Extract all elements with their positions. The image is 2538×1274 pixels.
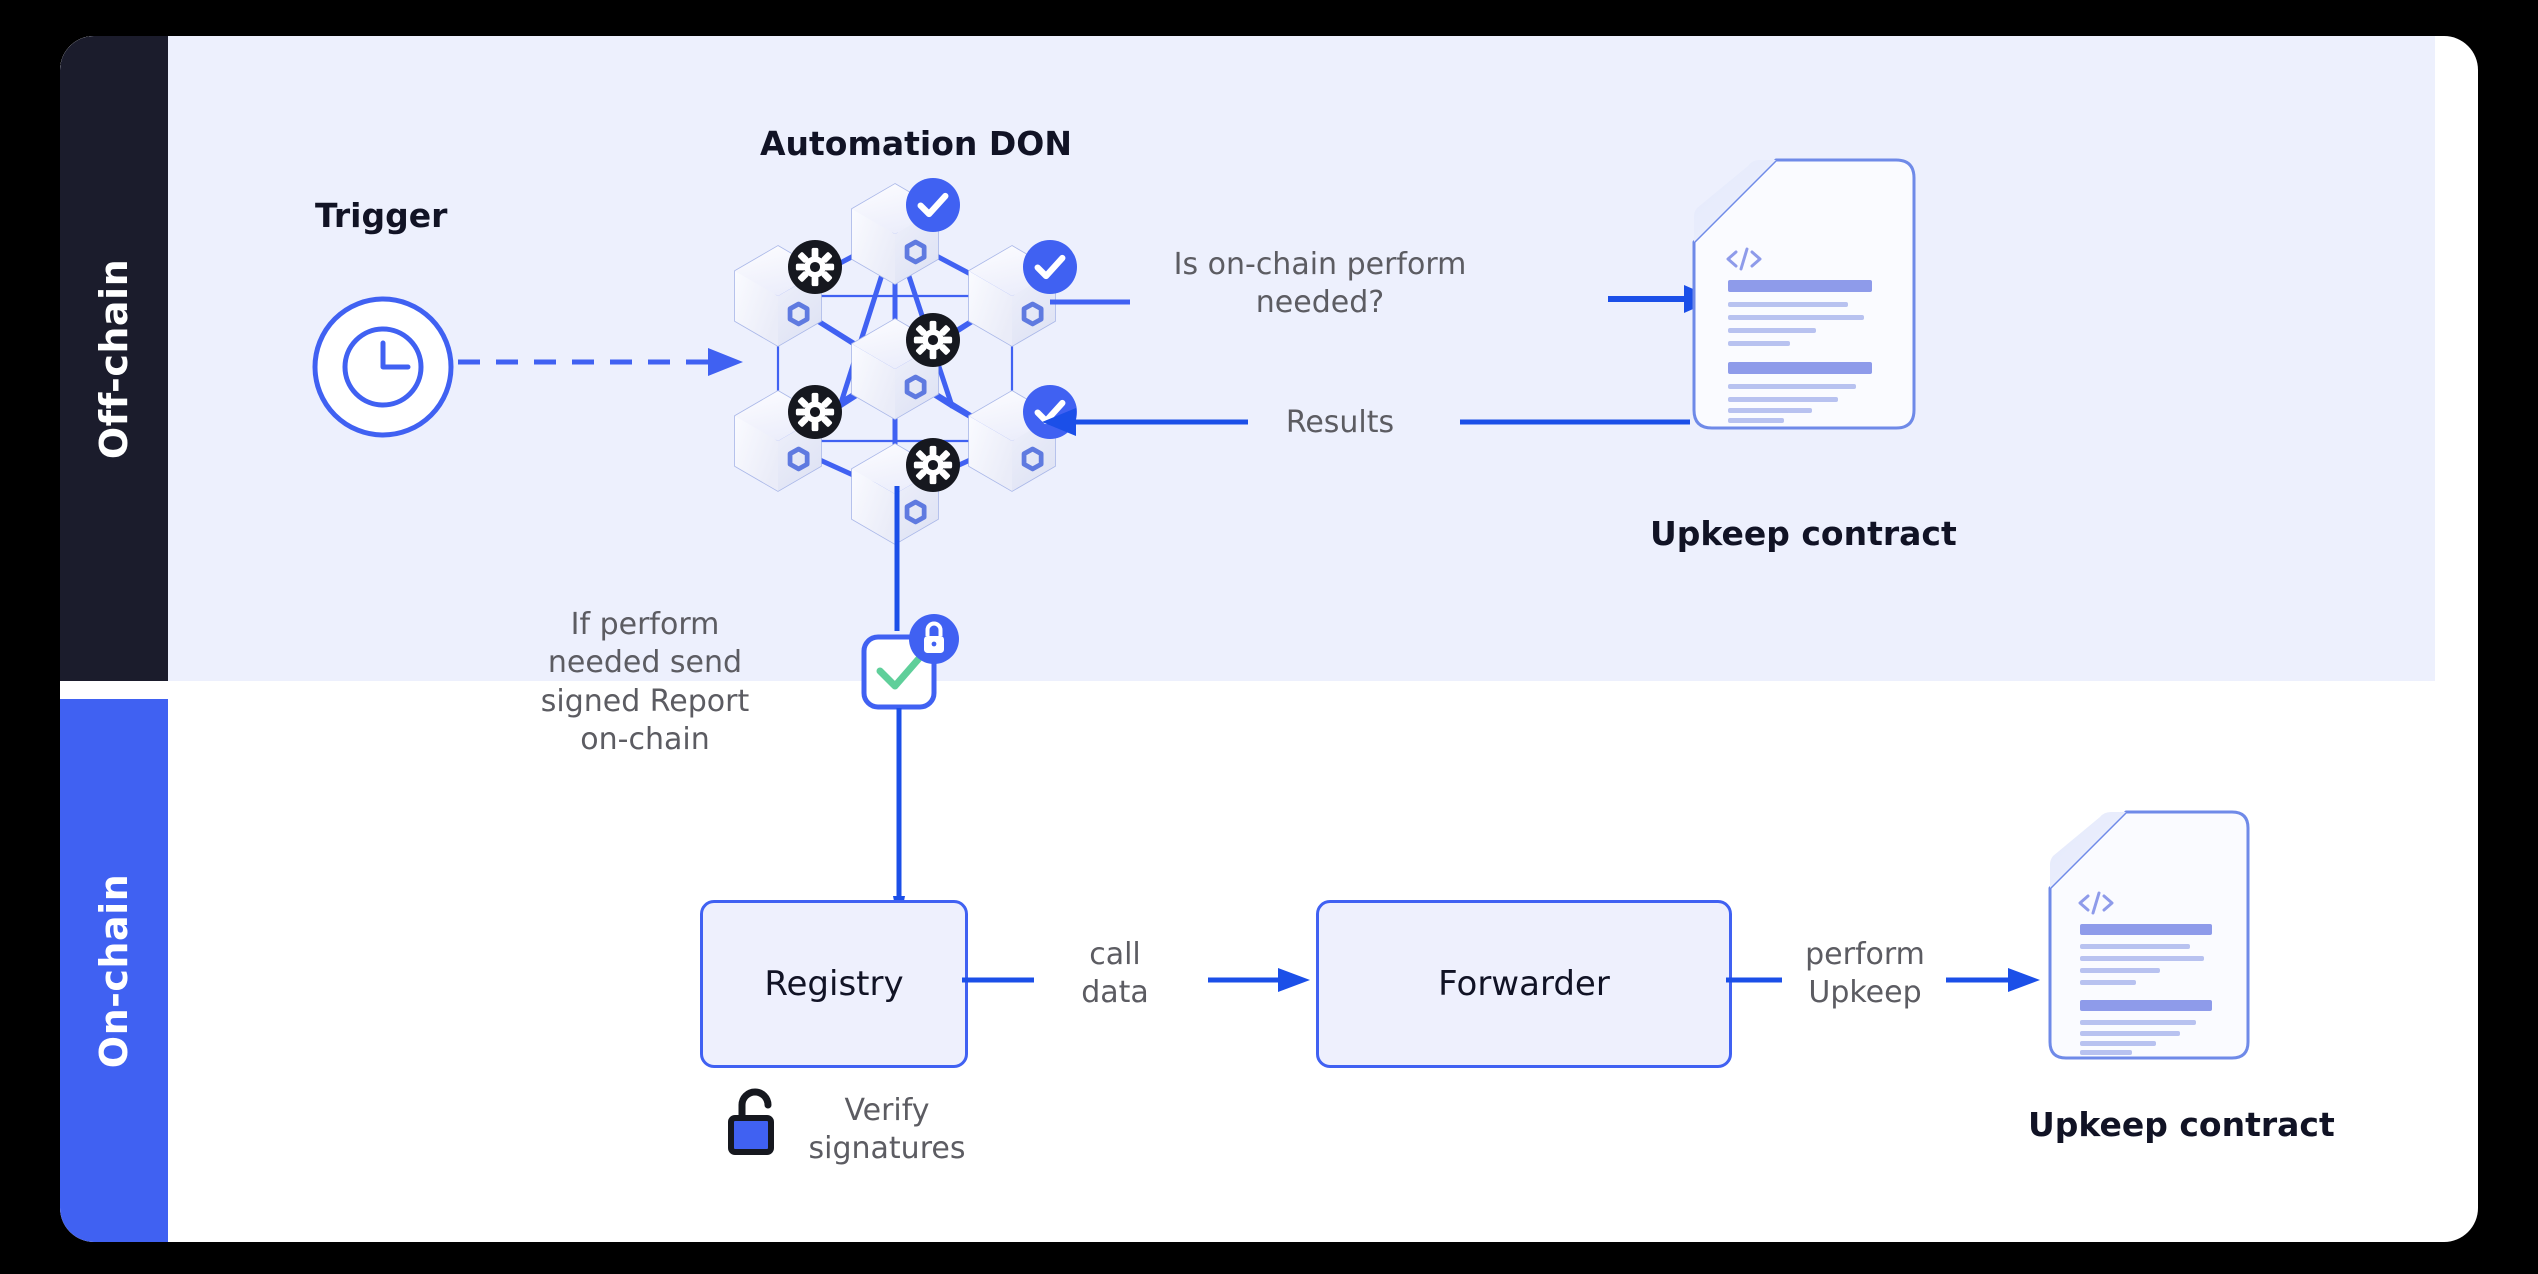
registry-box[interactable]: Registry bbox=[700, 900, 968, 1068]
onchain-upkeep-contract-label: Upkeep contract bbox=[2028, 1105, 2335, 1144]
signed-report-badge bbox=[850, 613, 970, 713]
don-to-report-line bbox=[893, 486, 901, 631]
onchain-band: On-chain bbox=[60, 699, 168, 1242]
results-arrow-left bbox=[1038, 404, 1248, 440]
signed-report-note: If perform needed send signed Report on-… bbox=[540, 607, 750, 758]
onchain-band-label: On-chain bbox=[92, 873, 136, 1068]
registry-label: Registry bbox=[764, 964, 904, 1004]
registry-out-line bbox=[962, 976, 1034, 984]
verify-signatures-label: Verify signatures bbox=[808, 1093, 966, 1167]
don-node-lower-left bbox=[735, 385, 842, 491]
don-node-upper-right bbox=[969, 240, 1077, 346]
offchain-band-label: Off-chain bbox=[92, 258, 136, 459]
automation-don-network bbox=[720, 176, 1070, 536]
offchain-region bbox=[60, 36, 2435, 681]
lock-closed-icon bbox=[909, 614, 959, 664]
don-to-query-line bbox=[1050, 298, 1130, 306]
forwarder-out-line bbox=[1726, 976, 1782, 984]
forwarder-box[interactable]: Forwarder bbox=[1316, 900, 1732, 1068]
check-icon bbox=[876, 651, 926, 690]
diagram-card: Off-chain On-chain Trigger Automation DO… bbox=[60, 36, 2478, 1242]
lock-open-icon bbox=[726, 1088, 784, 1156]
offchain-band: Off-chain bbox=[60, 36, 168, 681]
is-onchain-perform-needed-label: Is on-chain perform needed? bbox=[1173, 247, 1467, 321]
results-line-right bbox=[1460, 418, 1690, 426]
onchain-upkeep-contract-icon bbox=[2046, 808, 2252, 1066]
don-node-bottom bbox=[852, 438, 960, 544]
report-to-registry-arrow bbox=[893, 708, 905, 928]
trigger-to-don-arrow bbox=[458, 344, 748, 380]
call-data-arrow bbox=[1208, 962, 1312, 998]
perform-upkeep-arrow bbox=[1946, 962, 2042, 998]
don-node-top bbox=[852, 178, 960, 284]
results-label: Results bbox=[1285, 405, 1395, 440]
trigger-label: Trigger bbox=[315, 196, 448, 235]
offchain-upkeep-contract-label: Upkeep contract bbox=[1650, 514, 1957, 553]
forwarder-label: Forwarder bbox=[1438, 964, 1610, 1004]
call-data-label: call data bbox=[1081, 937, 1149, 1011]
don-node-upper-left bbox=[735, 240, 842, 346]
perform-upkeep-label: perform Upkeep bbox=[1805, 937, 1925, 1011]
offchain-upkeep-contract-icon bbox=[1690, 156, 1918, 436]
automation-don-title: Automation DON bbox=[760, 124, 1072, 163]
clock-icon bbox=[310, 294, 456, 440]
